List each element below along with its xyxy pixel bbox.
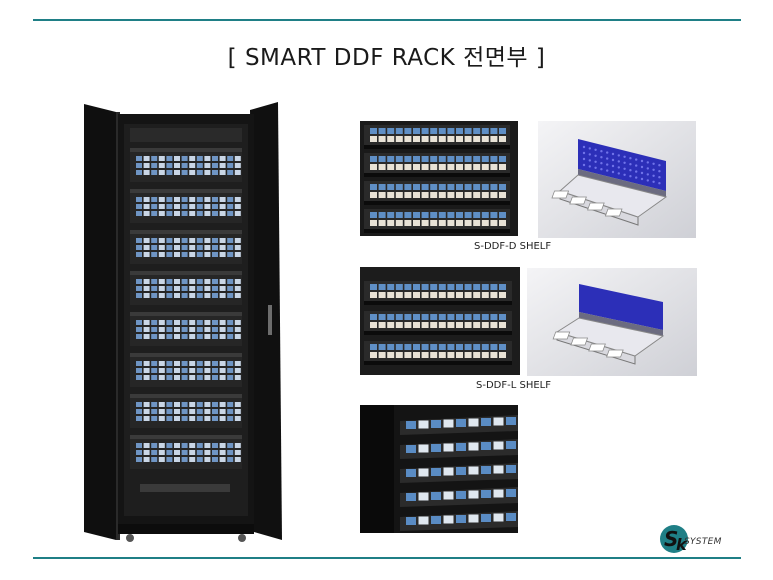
- rack-shelves: [130, 148, 242, 469]
- shelf-d-closeup-photo: [360, 121, 518, 236]
- slide-title: [ SMART DDF RACK 전면부 ]: [227, 45, 546, 71]
- sk-system-logo: S k: [660, 525, 688, 554]
- svg-text:S: S: [664, 527, 678, 551]
- shelf-d-render: [538, 121, 696, 238]
- svg-text:k: k: [676, 535, 688, 554]
- shelf-l-caption: S-DDF-L SHELF: [476, 380, 551, 391]
- shelf-d-caption: S-DDF-D SHELF: [474, 241, 552, 252]
- logo-wordmark: SYSTEM: [684, 537, 722, 547]
- top-rule: [33, 19, 741, 21]
- rack-front-photo: [78, 100, 288, 545]
- shelf-l-closeup-photo: [360, 267, 520, 375]
- rack-side-angle-photo: [360, 405, 518, 533]
- bottom-rule: [33, 557, 741, 559]
- shelf-l-render: [527, 268, 697, 376]
